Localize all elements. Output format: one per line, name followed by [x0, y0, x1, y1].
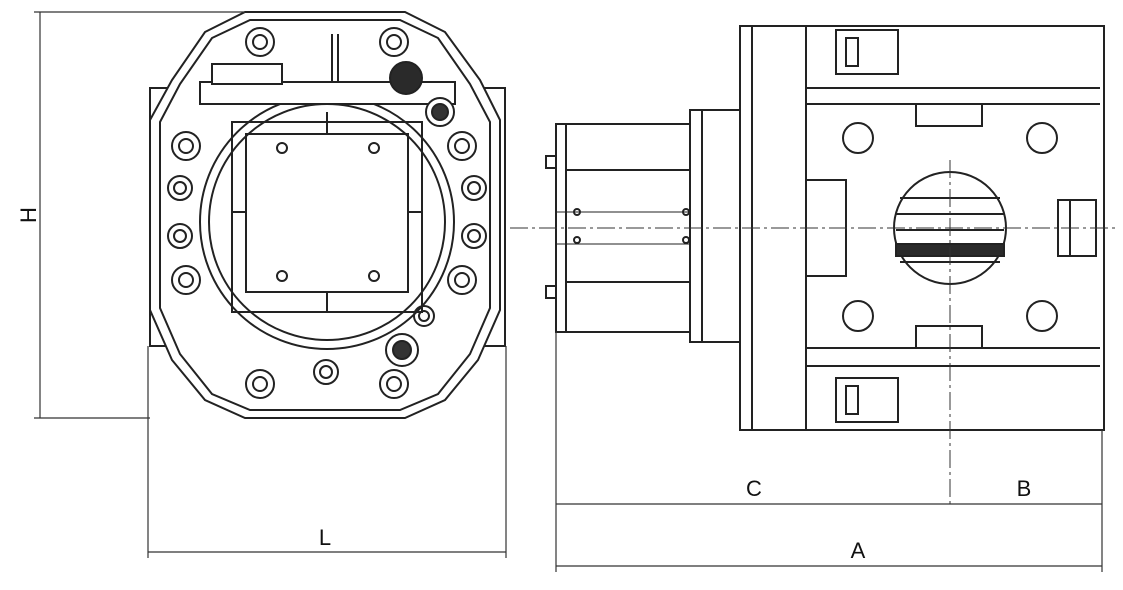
- bottom-lug: [835, 377, 899, 423]
- knob-top: [389, 61, 423, 95]
- top-bar: [199, 81, 456, 105]
- bolts: [167, 27, 487, 399]
- dim-label-h: H: [16, 207, 41, 223]
- flange: [689, 109, 741, 343]
- dim-lines-left: [34, 11, 507, 558]
- dim-label-l: L: [319, 525, 331, 550]
- housing-outer: [149, 11, 501, 419]
- dim-label-c: C: [746, 476, 762, 501]
- dim-label-b: B: [1017, 476, 1032, 501]
- dim-label-a: A: [851, 538, 866, 563]
- top-lug: [835, 29, 899, 75]
- housing-inner: [159, 19, 491, 411]
- mount-hole: [842, 122, 874, 154]
- dim-lines-right: [555, 332, 1103, 572]
- front-view: [149, 11, 506, 419]
